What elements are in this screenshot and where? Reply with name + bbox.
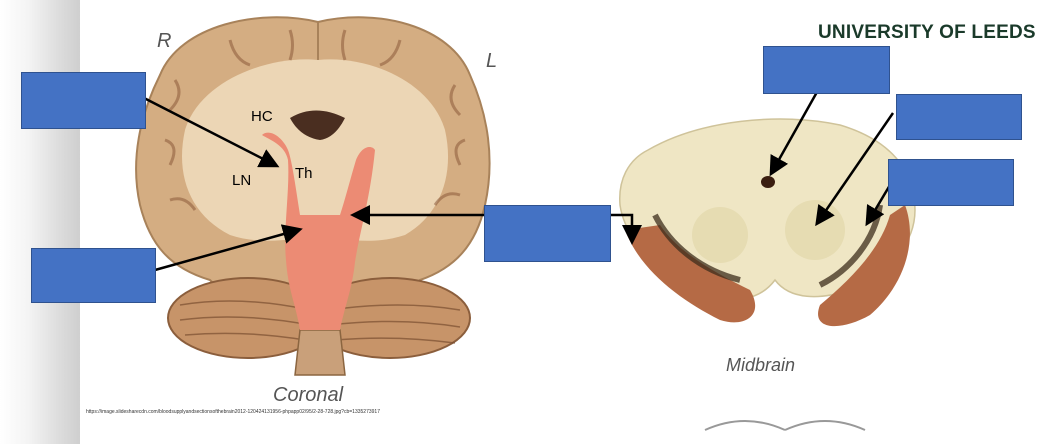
ln-label: LN (232, 172, 251, 189)
label-box-3[interactable] (484, 205, 611, 262)
midbrain-caption: Midbrain (726, 355, 795, 376)
coronal-brain-section (136, 17, 490, 375)
coronal-caption: Coronal (273, 384, 343, 407)
label-box-5[interactable] (896, 94, 1022, 140)
university-logo-text: UNIVERSITY OF LEEDS (818, 22, 1036, 44)
source-url: https://image.slidesharecdn.com/bloodsup… (86, 409, 380, 415)
hc-label: HC (251, 108, 273, 125)
label-box-2[interactable] (31, 248, 156, 303)
label-box-6[interactable] (888, 159, 1014, 206)
left-side-label: L (486, 50, 497, 73)
midbrain-section (620, 119, 915, 326)
th-label: Th (295, 165, 313, 182)
right-side-label: R (157, 30, 171, 53)
label-box-1[interactable] (21, 72, 146, 129)
partial-section-outline (705, 421, 865, 430)
label-box-4[interactable] (763, 46, 890, 94)
